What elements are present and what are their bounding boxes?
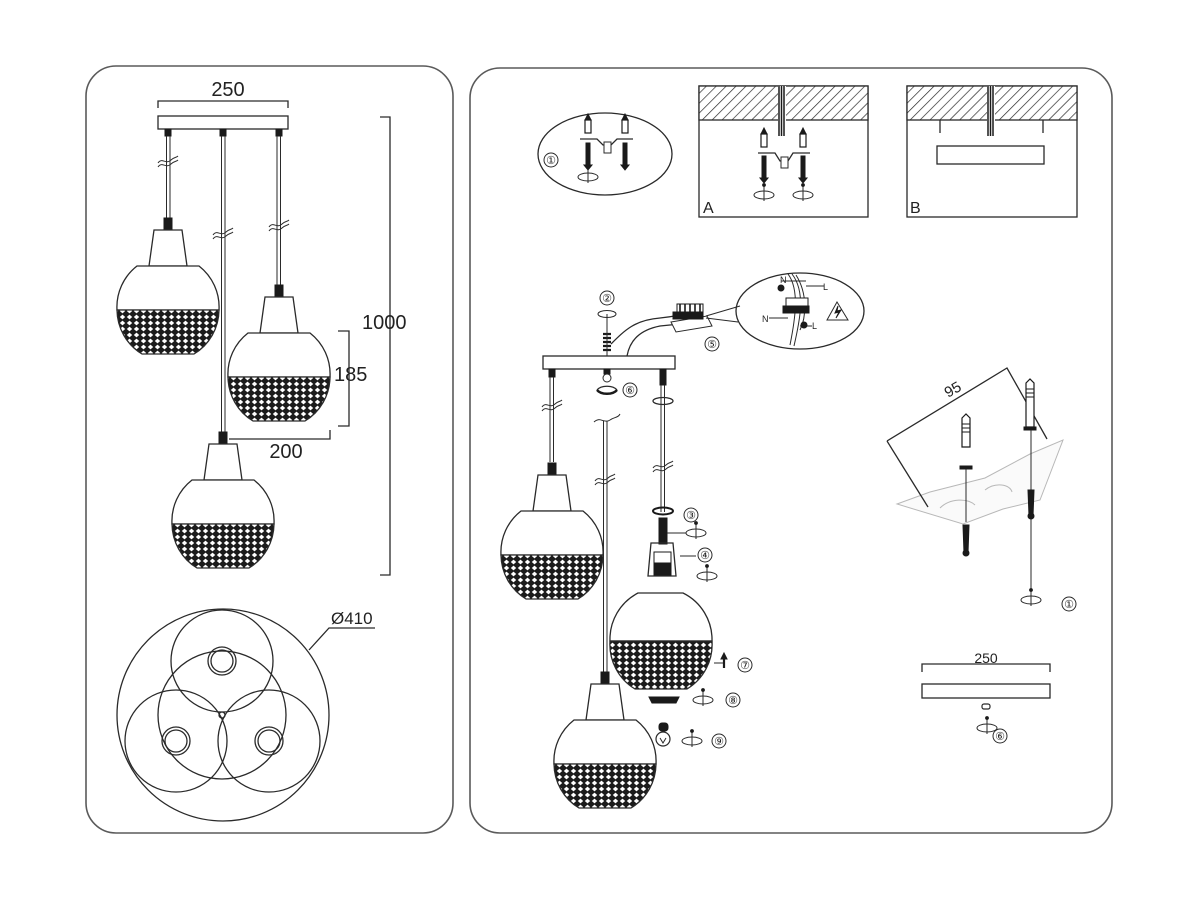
cord-grip-nut-icon	[652, 506, 674, 516]
total-height-label: 1000	[362, 312, 407, 334]
shade-diameter-dimension: 200	[229, 430, 331, 463]
rotate-arrow-icon	[596, 385, 618, 391]
canopy-assembly: ② ⑤ ⑥	[542, 290, 720, 398]
overall-diameter-label: Ø410	[331, 609, 373, 628]
cord-nut-icon	[652, 396, 674, 406]
top-view	[116, 608, 330, 822]
bracket-width-diagram: 250 ⑥	[921, 650, 1051, 744]
detail-b-label: B	[910, 200, 921, 217]
shade-height-dimension: 185	[334, 330, 367, 427]
anchor-spacing-label: 95	[942, 378, 965, 401]
assembled-pendant-left	[500, 368, 604, 600]
live-wire-label: L	[823, 282, 828, 292]
suspension-cords	[166, 136, 281, 432]
glass-shade	[609, 592, 713, 690]
neutral-wire-label: N	[762, 314, 769, 324]
top-view-centre-mark	[218, 711, 226, 719]
shade-ring-icon	[648, 696, 680, 704]
canopy-width-label: 250	[211, 79, 244, 101]
mounting-detail-a: A	[698, 85, 869, 218]
step-5-label: ⑤	[707, 339, 717, 351]
top-view-shade-circle	[124, 689, 228, 793]
high-voltage-warning-icon	[826, 301, 849, 321]
top-view-outer-circle	[116, 608, 330, 822]
bracket-width-label: 250	[974, 650, 998, 666]
bracket-bar	[921, 683, 1051, 699]
neutral-wire-label: N	[780, 275, 787, 285]
step-8-label: ⑧	[728, 695, 738, 707]
anchor-spacing-diagram: 95 ①	[886, 367, 1077, 612]
shade-height-label: 185	[334, 364, 367, 386]
dimensions-panel: 250 1000 18	[85, 65, 454, 834]
exploded-pendant-right: ③ ④ ⑦ ⑧	[609, 368, 753, 749]
canopy-width-dimension: 250	[157, 79, 289, 108]
wiring-detail-callout: N L N L	[705, 272, 865, 350]
detail-a-label: A	[703, 200, 714, 217]
top-view-canopy-circle	[157, 650, 287, 780]
top-view-cord-ring	[161, 726, 191, 756]
lamp-holder-cover	[647, 542, 677, 577]
bracket-detail-callout: ①	[537, 112, 673, 196]
terminal-block	[670, 303, 713, 333]
step-6-label: ⑥	[625, 385, 635, 397]
lamp-socket	[653, 562, 672, 576]
top-view-cord-ring	[254, 726, 284, 756]
live-wire-label: L	[812, 321, 817, 331]
wall-anchor-icon	[959, 413, 973, 557]
assembled-pendant-bottom	[553, 413, 657, 809]
total-height-dimension: 1000	[362, 116, 407, 576]
light-bulb-icon	[655, 722, 671, 747]
step-7-label: ⑦	[740, 660, 750, 672]
wall-anchor-icon	[1020, 378, 1042, 607]
installation-panel: ① A B	[469, 67, 1113, 834]
anchor-step-1-label: ①	[1064, 599, 1074, 611]
overall-diameter-dimension: Ø410	[308, 609, 375, 651]
step-2-label: ②	[602, 293, 612, 305]
top-view-shade-circle	[217, 689, 321, 793]
installation-panel-border	[469, 67, 1113, 834]
shade-diameter-label: 200	[269, 441, 302, 463]
top-view-cord-ring	[207, 646, 237, 676]
canopy-connectors	[164, 128, 283, 137]
step-4-label: ④	[700, 550, 710, 562]
bracket-step-6-label: ⑥	[995, 731, 1005, 743]
step-3-label: ③	[686, 510, 696, 522]
mounting-detail-b: B	[906, 85, 1078, 218]
step-9-label: ⑨	[714, 736, 724, 748]
detail-step-1-label: ①	[546, 155, 556, 167]
